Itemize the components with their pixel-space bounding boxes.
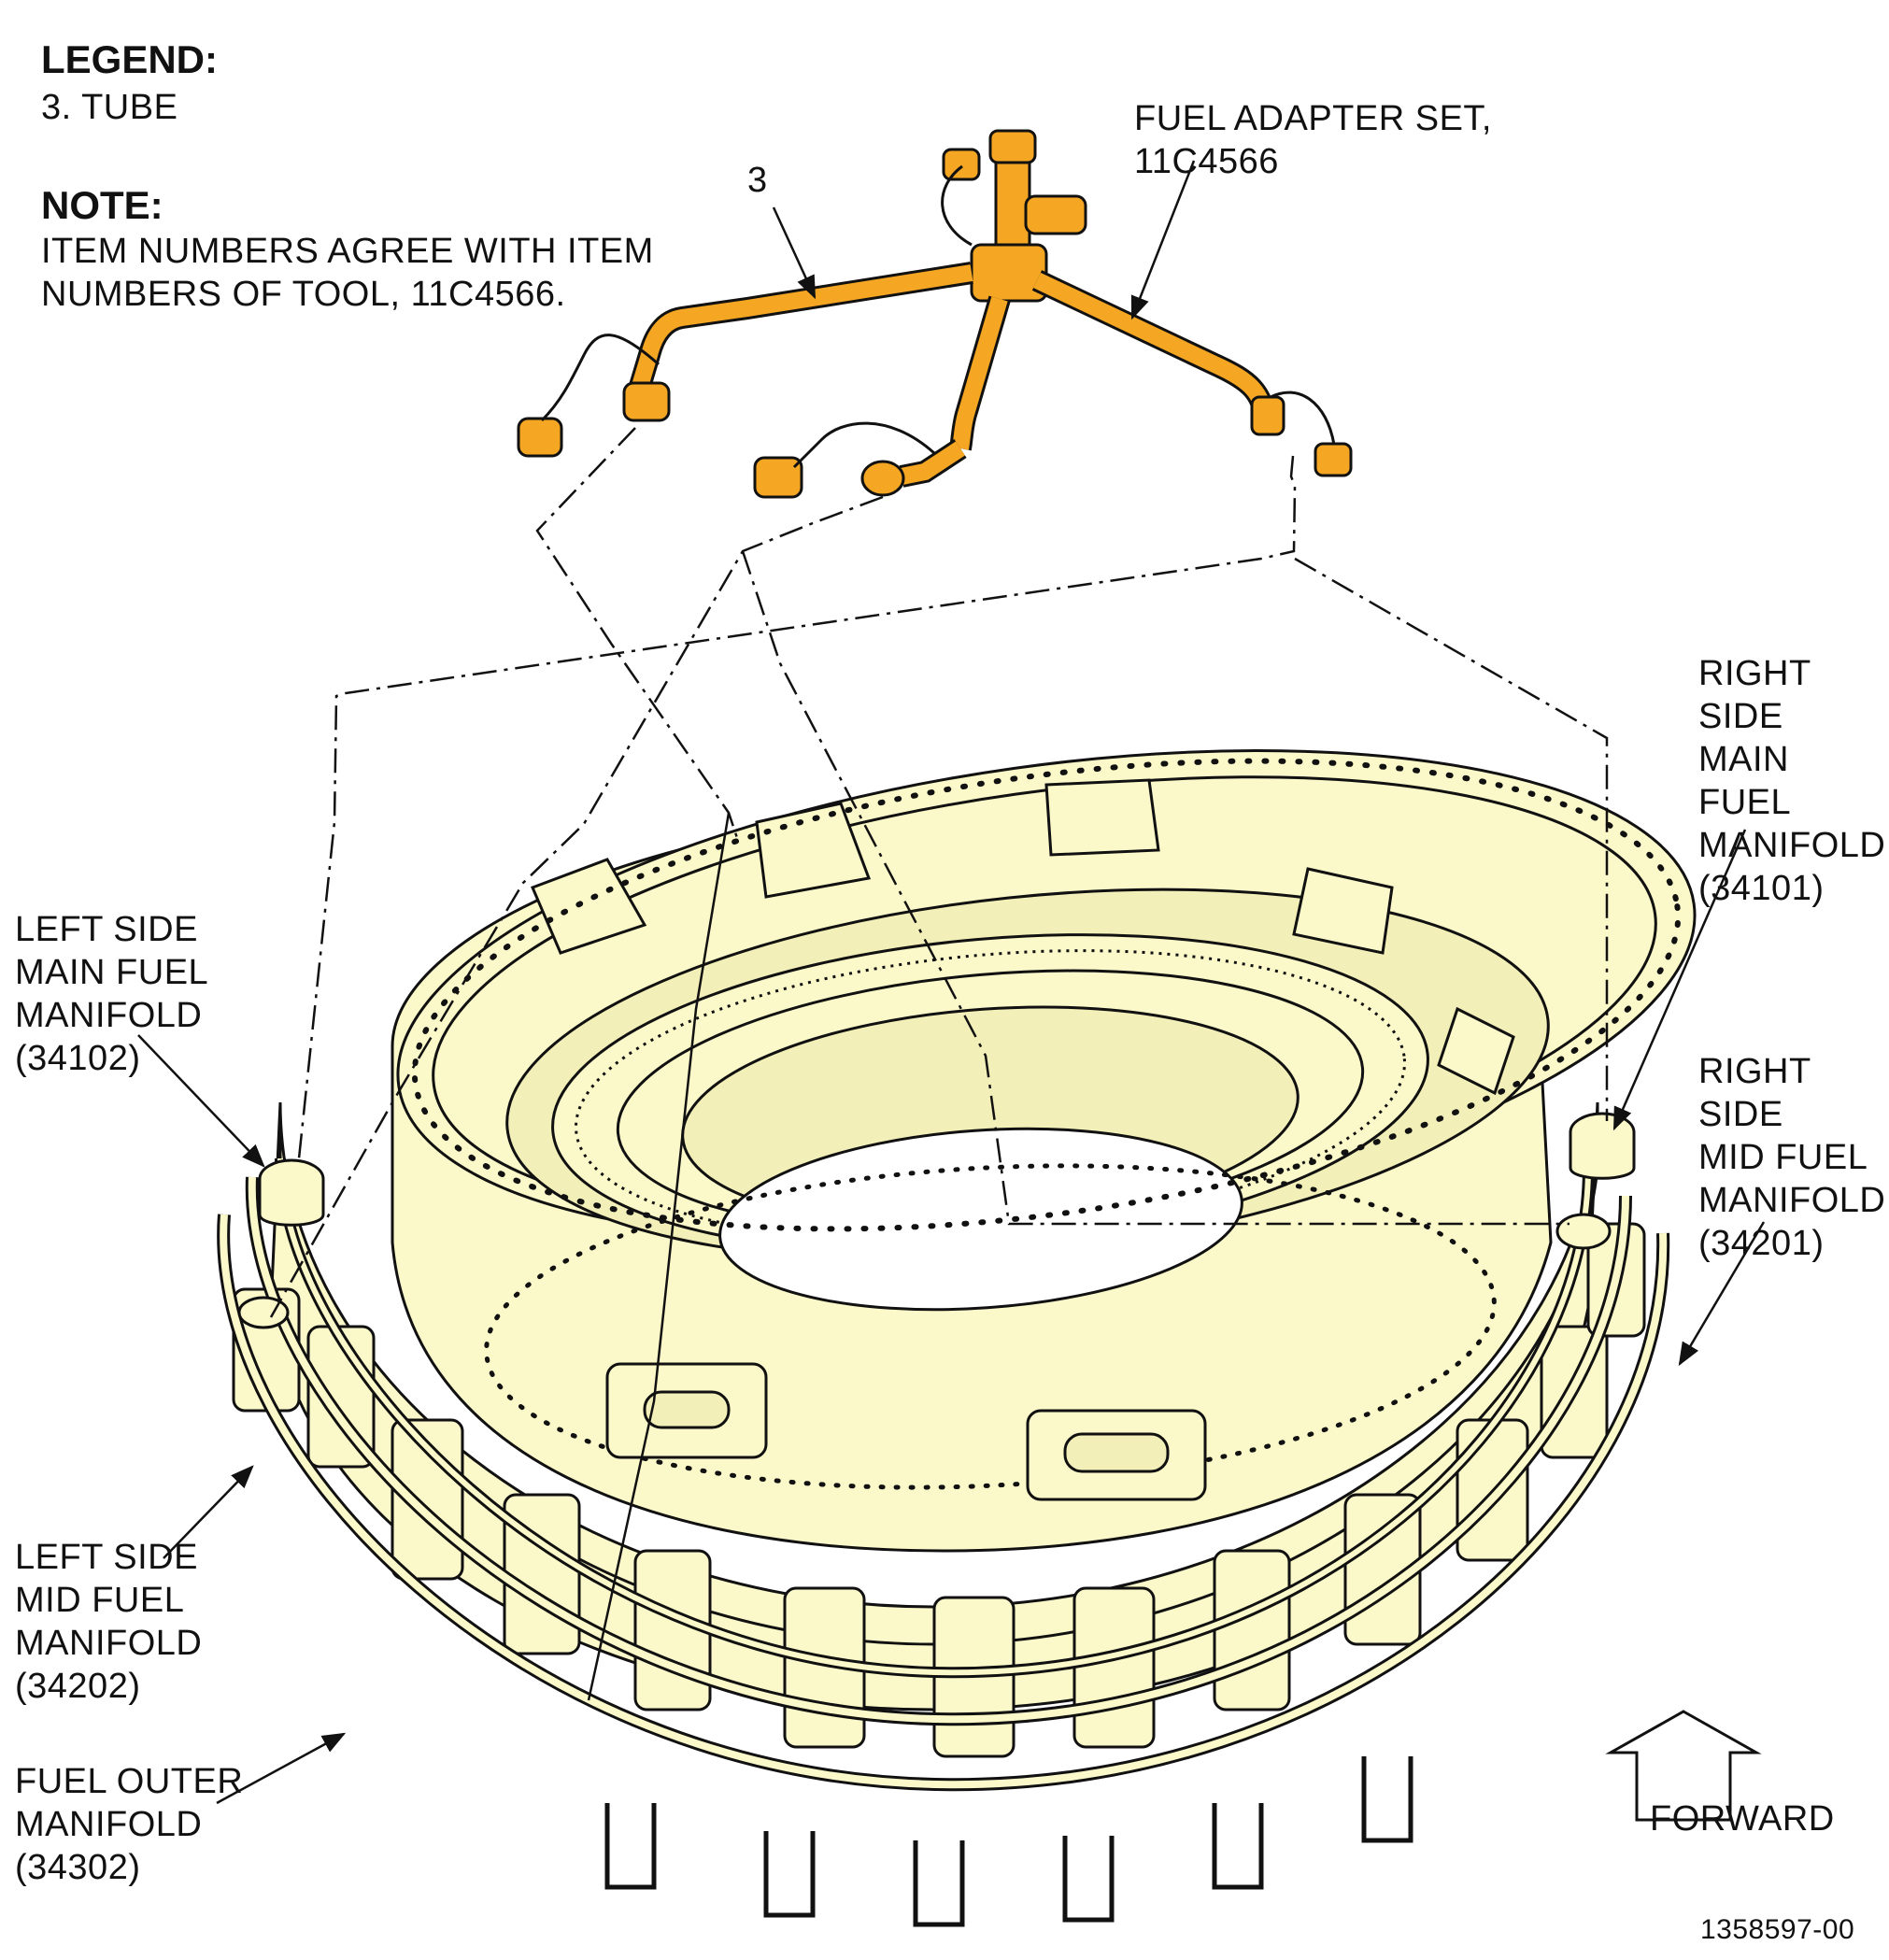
connector-right-2 (1314, 442, 1353, 477)
figure-id: 1358597-00 (1700, 1914, 1855, 1945)
connector-center-1 (753, 456, 803, 499)
connector-top (942, 148, 981, 181)
callout-fuel-adapter-set: FUEL ADAPTER SET, 11C4566 (1134, 99, 1492, 181)
connector-left-2 (517, 417, 563, 458)
forward-arrow-icon (1605, 1710, 1762, 1822)
note-heading: NOTE: (41, 183, 163, 227)
fuel-adapter-set (517, 129, 1353, 499)
connector-left-1 (622, 381, 671, 422)
callout-item-number: 3 (747, 161, 768, 200)
combustor-assembly (217, 749, 1697, 1927)
legend-heading: LEGEND: (41, 37, 218, 81)
callout-forward: FORWARD (1650, 1799, 1835, 1839)
callout-right-mid: RIGHT SIDE MID FUEL MANIFOLD (34201) (1698, 1052, 1886, 1263)
callout-left-mid: LEFT SIDE MID FUEL MANIFOLD (34202) (15, 1538, 203, 1706)
right-mid-port (1555, 1213, 1612, 1250)
adapter-stem (994, 148, 1031, 254)
note-text: ITEM NUMBERS AGREE WITH ITEM NUMBERS OF … (41, 232, 654, 314)
callout-fuel-outer: FUEL OUTER MANIFOLD (34302) (15, 1762, 244, 1887)
center-opening (718, 1127, 1243, 1312)
connector-right-1 (1250, 395, 1285, 436)
callout-right-main: RIGHT SIDE MAIN FUEL MANIFOLD (34101) (1698, 654, 1886, 908)
adapter-hub (970, 243, 1048, 303)
dashed-locator-lines (269, 427, 1609, 1318)
manifold-tubes (217, 1158, 1670, 1927)
legend-item: 3. TUBE (41, 88, 178, 127)
solid-locator-lines (587, 812, 731, 1701)
leader-lines (137, 160, 1766, 1805)
left-mid-port (237, 1296, 290, 1329)
callout-left-main: LEFT SIDE MAIN FUEL MANIFOLD (34102) (15, 910, 209, 1078)
connector-center-2 (860, 460, 905, 497)
